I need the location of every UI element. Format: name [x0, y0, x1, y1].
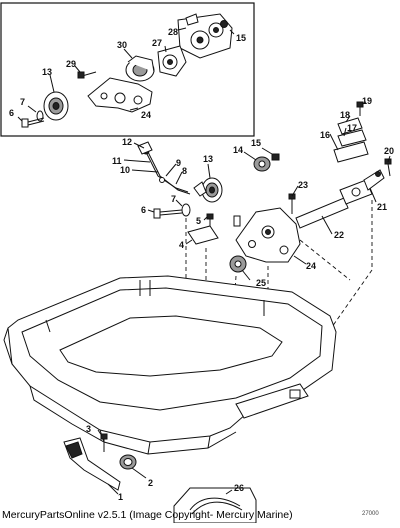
- inset-screw-29: [77, 71, 97, 79]
- callout-3: 3: [86, 424, 91, 434]
- handle-1: [63, 437, 121, 491]
- inset-part-28: [177, 13, 233, 59]
- plates-16-18: [333, 117, 369, 163]
- screw-3: [100, 433, 108, 452]
- callout-4: 4: [179, 240, 184, 250]
- main-leaders: [97, 101, 391, 495]
- callout-16: 16: [320, 130, 330, 140]
- callout-13: 13: [42, 67, 52, 77]
- inset-nut-15: [220, 20, 228, 28]
- main-callouts: 12 11 10 9 8 13 14 15 7 6 5 4 23 25 24 2…: [112, 96, 394, 288]
- copyright-text: MercuryPartsOnline v2.5.1 (Image Copyrig…: [2, 509, 293, 521]
- callout-23: 23: [298, 180, 308, 190]
- callout-18: 18: [340, 110, 350, 120]
- callout-20: 20: [384, 146, 394, 156]
- callout-27: 27: [152, 38, 162, 48]
- bushing-2: [119, 454, 137, 470]
- callout-12: 12: [122, 137, 132, 147]
- callout-1: 1: [118, 492, 123, 502]
- screw-23: [288, 193, 296, 214]
- callout-24: 24: [306, 261, 316, 271]
- throttle-rod: [137, 141, 191, 195]
- bolt-6: [153, 208, 183, 219]
- shaft-22: [295, 179, 373, 229]
- inset-bracket-24: [87, 77, 153, 113]
- inset-part-27: [157, 45, 187, 77]
- bracket-24: [233, 207, 301, 263]
- callout-7: 7: [20, 97, 25, 107]
- callout-26: 26: [234, 483, 244, 493]
- nut-15: [271, 153, 280, 161]
- inset-callouts: 6 7 13 29 30 27 28 15 24: [9, 27, 246, 120]
- callout-9: 9: [176, 158, 181, 168]
- callout-2: 2: [148, 478, 153, 488]
- inset-drum-13: [43, 91, 69, 121]
- callout-19: 19: [362, 96, 372, 106]
- plate-4: [187, 225, 219, 245]
- callout-28: 28: [168, 27, 178, 37]
- callout-25: 25: [256, 278, 266, 288]
- decal-26: [173, 487, 257, 524]
- reference-code: 27000: [362, 511, 379, 517]
- screw-19: [356, 101, 364, 116]
- callout-5: 5: [196, 216, 201, 226]
- gear-25: [229, 255, 247, 273]
- gear-14: [253, 156, 271, 172]
- bottom-callouts: 3 2 1 26: [86, 424, 244, 502]
- callout-13: 13: [203, 154, 213, 164]
- callout-22: 22: [334, 230, 344, 240]
- callout-15: 15: [236, 33, 246, 43]
- callout-17: 17: [347, 123, 357, 133]
- callout-30: 30: [117, 40, 127, 50]
- callout-29: 29: [66, 59, 76, 69]
- callout-14: 14: [233, 145, 243, 155]
- drum-13: [193, 177, 223, 203]
- lower-cowl: [3, 275, 337, 455]
- callout-10: 10: [120, 165, 130, 175]
- callout-6: 6: [141, 205, 146, 215]
- washer-7: [181, 203, 191, 217]
- lever-21: [363, 169, 385, 191]
- callout-8: 8: [182, 166, 187, 176]
- callout-21: 21: [377, 202, 387, 212]
- callout-7: 7: [171, 194, 176, 204]
- inset-leaders: [17, 27, 235, 122]
- callout-24: 24: [141, 110, 151, 120]
- inset-bolt-6: [21, 117, 45, 128]
- callout-6: 6: [9, 108, 14, 118]
- inset-part-30: [125, 55, 155, 82]
- callout-15: 15: [251, 138, 261, 148]
- callout-11: 11: [112, 156, 122, 166]
